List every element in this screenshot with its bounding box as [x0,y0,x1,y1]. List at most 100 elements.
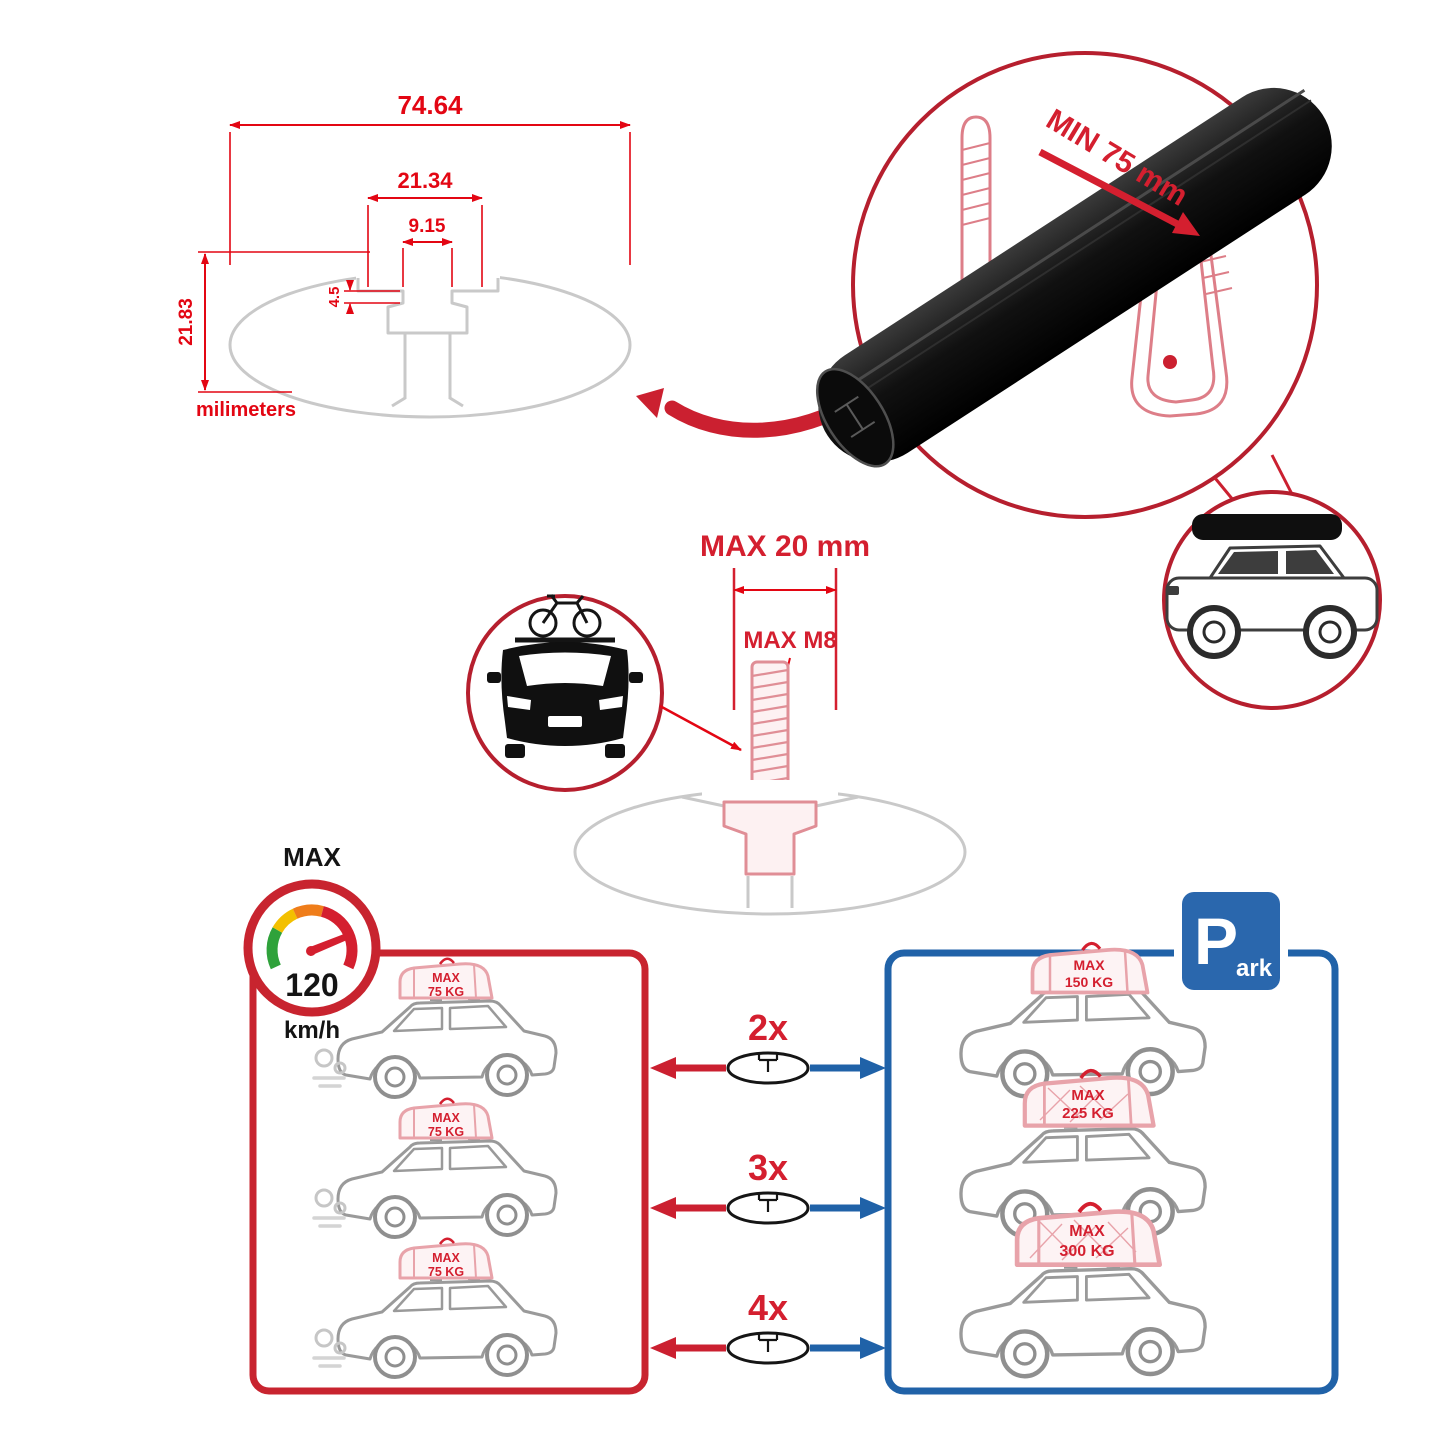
arrow-left-red-head [650,1337,676,1359]
circle-to-bolt-leader [659,704,742,752]
detail-circle: MIN 75 mm [815,51,1332,519]
bag-load-value: 225 KG [1062,1105,1114,1122]
car-plate [548,716,582,727]
bike-car-circle [466,594,742,792]
crossbar-image [815,87,1332,468]
bag-load-value: 150 KG [1065,974,1113,990]
arrow-right-blue-head [860,1197,886,1219]
u-bolt-thread-ticks [1199,255,1233,295]
driving-cars: MAX 75 KG MAX 75 KG MAX 75 KG [312,957,558,1379]
bike-frame [541,594,589,624]
dim-height-label: 21.83 [176,298,197,346]
profile-slot-lines-2 [681,795,859,808]
bike-icon [528,594,602,638]
dim-slot-width-label: 9.15 [409,216,446,237]
max-bolt-length-label: MAX 20 mm [700,530,870,563]
gauge-needle-pivot [306,946,316,956]
clamp-point-dot [1163,355,1177,369]
car-mirror [629,672,643,683]
car-wheel [505,744,525,758]
speed-units-label: km/h [284,1017,340,1044]
profile-diagram: 74.64 21.34 9.15 4.5 21.83 milimeters [176,90,632,421]
crossbar-count-icon [726,1331,810,1365]
roof-box [1192,514,1342,540]
profile-top-mask [356,263,500,292]
crossbar-channel-line [863,99,1312,392]
car-headlight [507,696,531,710]
arrow-right-blue-head [860,1057,886,1079]
crossbar-end-profile-lines [834,395,876,438]
u-bolt-hook-outer [1130,231,1229,418]
bag-load-label: MAX [432,1251,460,1265]
speedometer: MAX 120 km/h [243,842,381,1044]
arrow-right-blue-head [860,1337,886,1359]
suv-roofbox-circle [1162,490,1382,710]
bag-load-value: 75 KG [428,985,464,999]
gauge-arc-yellow [272,908,298,934]
car-wheel-hub [1202,620,1226,644]
bag-load-label: MAX [1069,1223,1105,1240]
arrow-left-red-head [650,1197,676,1219]
parking-sign-p: P [1194,904,1238,978]
car-window [1218,551,1278,574]
parking-sign-ark: ark [1236,955,1273,982]
suv-roofbox-illustration [1165,514,1379,659]
dim-total-width-label: 74.64 [397,90,463,120]
zoom-arrow-head [636,388,664,418]
crossbar-body [818,87,1332,463]
profile-stem-lines [391,333,464,408]
u-bolt-hook-inner [1146,233,1216,404]
units-label: milimeters [196,399,296,421]
bag-net-hatch [1039,1085,1129,1123]
car-wheel-hub [1318,620,1342,644]
car-headlight [599,696,623,710]
bag-load-value: 75 KG [428,1125,464,1139]
gauge-arc-orange [292,904,324,919]
parking-sign-board [1182,892,1280,990]
bag-load-label: MAX [432,971,460,985]
bag-load-label: MAX [1071,1087,1104,1104]
min-clamp-arrow [1038,148,1187,232]
parking-sign: P ark [1174,884,1288,998]
car-front-icon [487,642,643,758]
crossbar-section-slot [757,1193,779,1212]
car-wheel [605,744,625,758]
gauge-needle [310,934,347,956]
multiplier-label: 4x [748,1287,788,1328]
profile-stem-lines-2 [746,876,794,908]
bolt-tnut-head [722,800,818,876]
multiplier-rows: 2x 3x 4x [650,1007,886,1365]
u-bolt-sketch [960,115,1233,418]
multiplier-label: 3x [748,1147,788,1188]
car-windshield [519,652,611,686]
gauge-arc-red [320,906,358,970]
crossbar-channel-line [856,89,1306,382]
u-bolt-thread-ticks [961,142,991,226]
gauge-arc-green [266,927,283,970]
bolt-section: MAX 20 mm MAX M8 [573,530,967,916]
arrow-left-red-head [650,1057,676,1079]
bag-load-value: 300 KG [1059,1243,1114,1260]
bag-load-value: 75 KG [428,1265,464,1279]
crossbar-count-icon [726,1191,810,1225]
bag-net-hatch [1029,1219,1137,1261]
bag-load-label: MAX [1073,957,1105,973]
parked-cars: MAX 150 KG MAX 225 KG MAX 300 KG [961,941,1205,1376]
speed-max-label: MAX [283,842,341,872]
dim-plateau-width-label: 21.34 [397,168,453,193]
car-window [1286,550,1334,574]
dim-lip-depth-label: 4.5 [326,287,343,308]
crossbar-section-slot [757,1333,779,1352]
min-clamp-arrow-head [1172,212,1200,236]
bike-wheel [528,608,558,638]
bag-load-label: MAX [432,1111,460,1125]
speed-value: 120 [285,967,338,1003]
profile-ellipse [228,271,632,419]
bike-wheel [572,608,602,638]
multiplier-label: 2x [748,1007,788,1048]
car-mirror [487,672,501,683]
crossbar-count-icon [726,1051,810,1085]
car-headlight [1167,586,1179,595]
